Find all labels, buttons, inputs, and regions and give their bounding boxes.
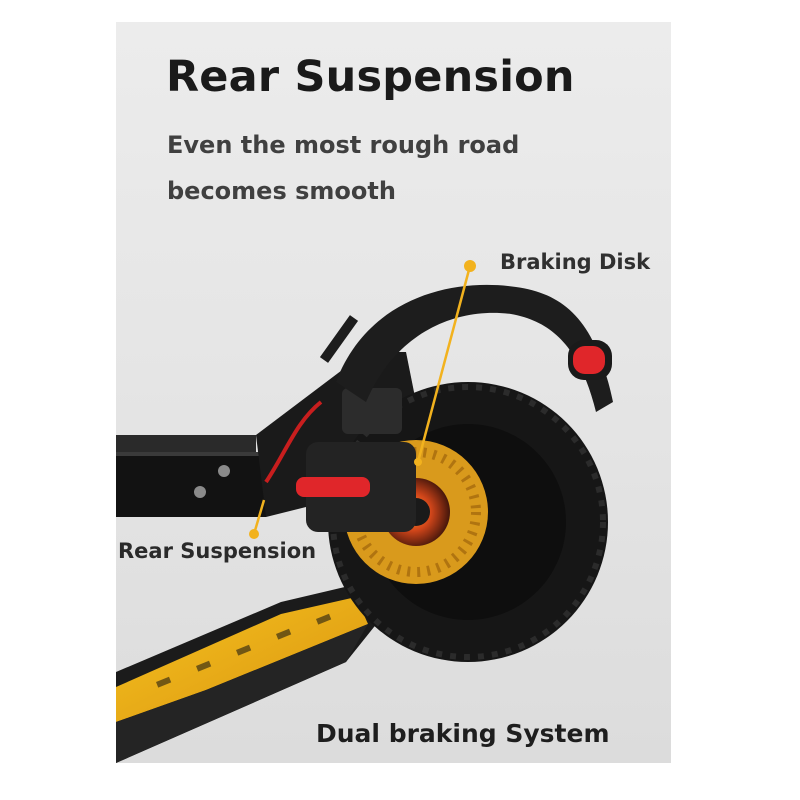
scooter-rear-wheel-illustration bbox=[116, 260, 613, 763]
subtitle: Even the most rough road becomes smooth bbox=[167, 122, 567, 214]
subtitle-line-2: becomes smooth bbox=[167, 177, 396, 205]
braking-disk-label: Braking Disk bbox=[500, 250, 651, 274]
subtitle-line-1: Even the most rough road bbox=[167, 131, 520, 159]
brake-caliper bbox=[296, 388, 416, 532]
rear-suspension-label: Rear Suspension bbox=[118, 539, 317, 563]
scooter-deck bbox=[116, 435, 266, 517]
speed-bump bbox=[116, 582, 378, 763]
rear-fender bbox=[319, 284, 613, 412]
page-title: Rear Suspension bbox=[166, 52, 575, 102]
product-image-panel: Rear Suspension Even the most rough road… bbox=[116, 22, 671, 763]
braking-disk-callout-line bbox=[414, 260, 476, 466]
rear-suspension-callout-line bbox=[249, 499, 266, 539]
dual-braking-label: Dual braking System bbox=[316, 719, 610, 748]
